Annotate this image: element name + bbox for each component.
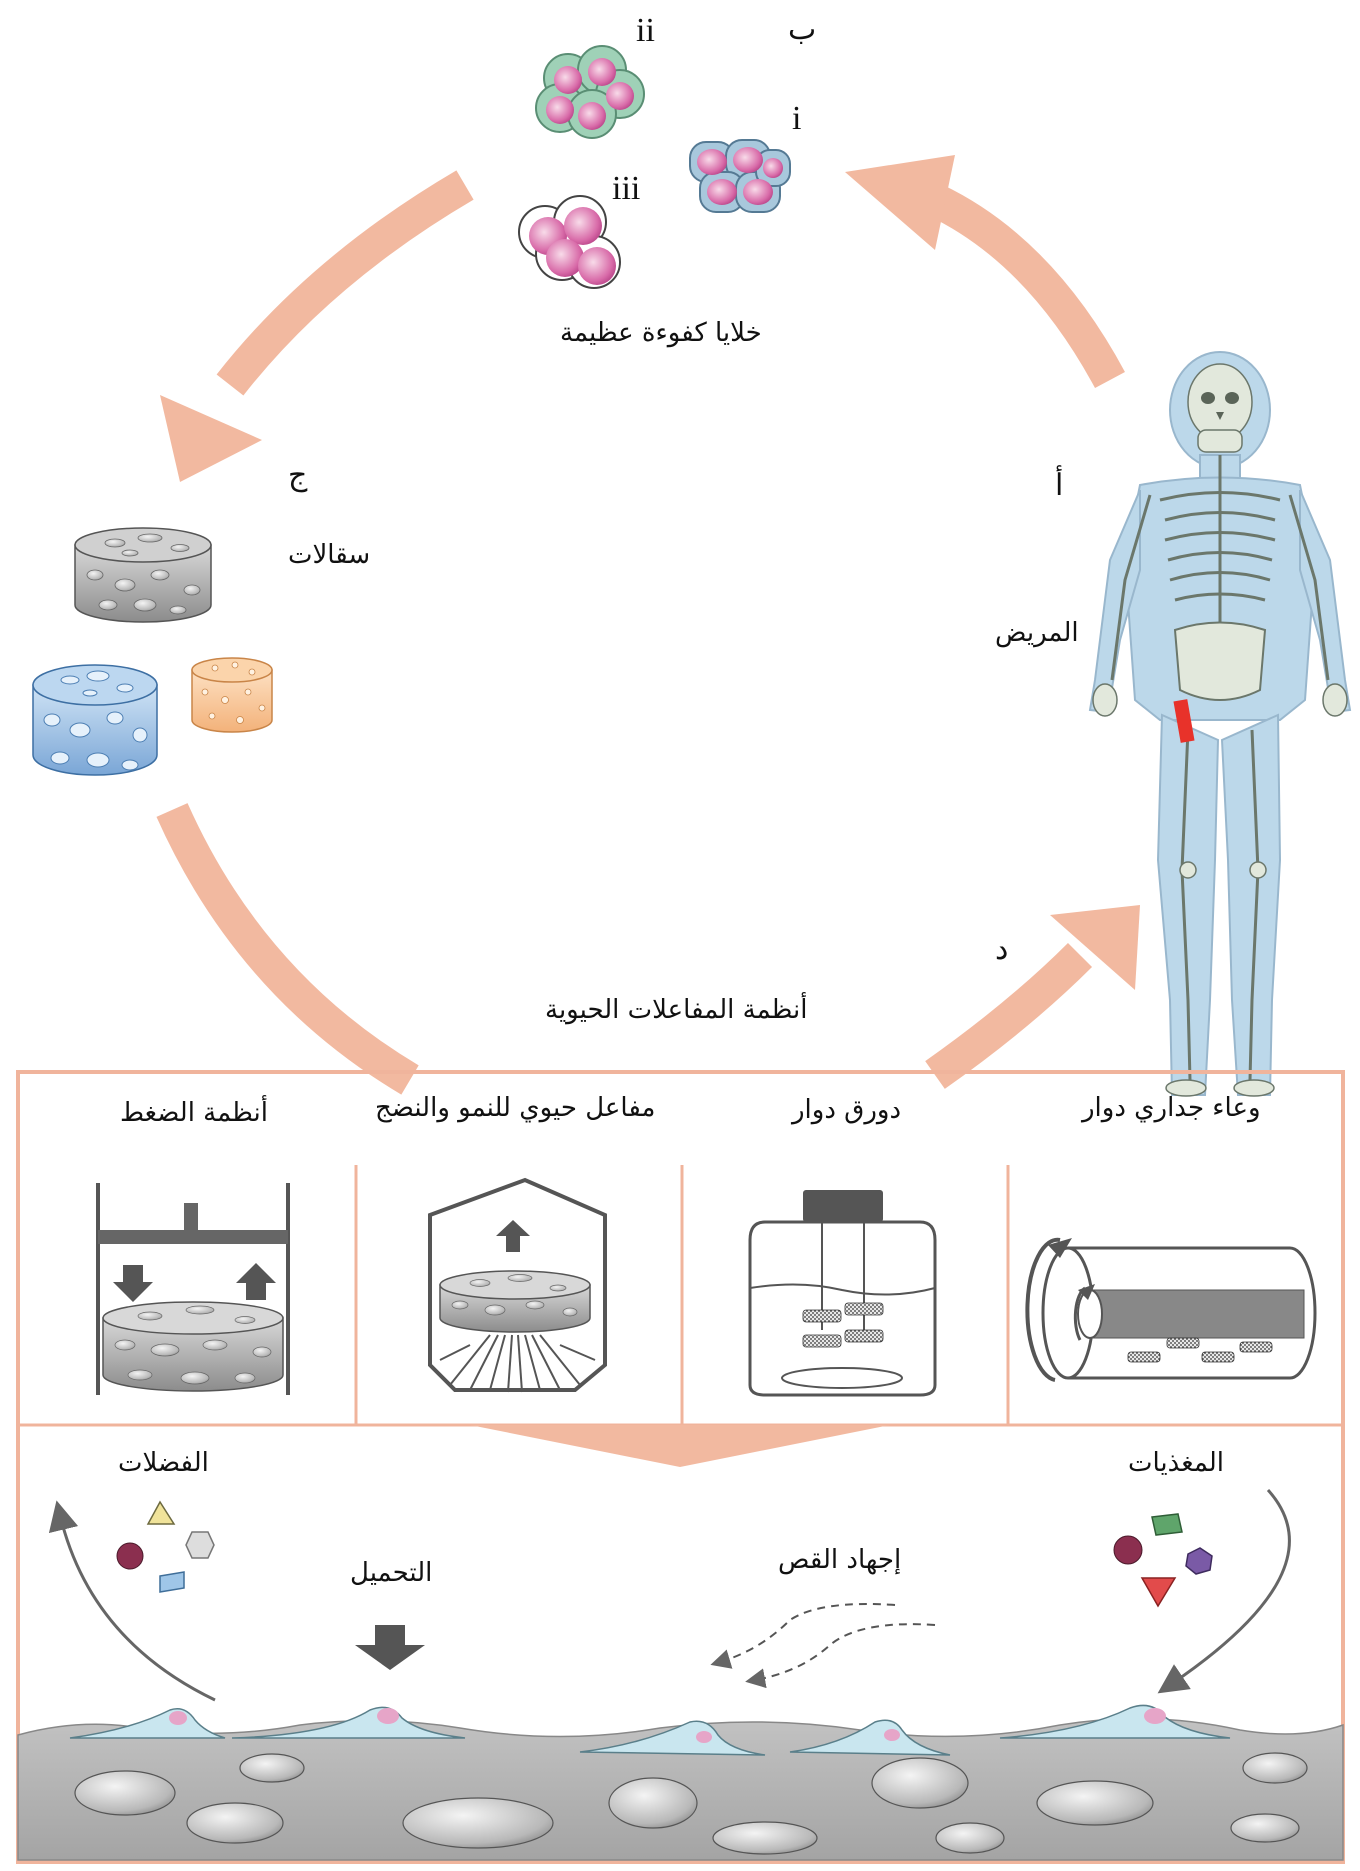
cell-cluster-ii: [535, 45, 645, 139]
bone-defect-marker: [1173, 699, 1195, 743]
spinner-flask-illustration: [748, 1190, 937, 1397]
adherent-cells: [69, 1704, 1231, 1756]
waste-flow-arrow: [48, 1500, 216, 1702]
loading-label: التحميل: [350, 1558, 433, 1588]
cycle-arrow-cells-to-scaffolds: [160, 170, 474, 482]
label-ii: ii: [636, 12, 655, 49]
cell-cluster-i: [689, 139, 791, 213]
cycle-arrow-bioreactors-to-patient: [925, 905, 1140, 1089]
rotating-wall-vessel-illustration: [1025, 1237, 1317, 1382]
shear-stress-arrows: [710, 1603, 936, 1689]
waste-particles: [116, 1500, 215, 1593]
waste-label: الفضلات: [118, 1448, 209, 1478]
patient-label: المريض: [995, 618, 1079, 648]
spinner-flask-label: دورق دوار: [792, 1095, 902, 1125]
cell-cluster-iii: [518, 195, 621, 289]
shear-stress-label: إجهاد القص: [778, 1545, 902, 1575]
bioreactor-panel-frame: [16, 1070, 1345, 1864]
label-a: أ: [1055, 468, 1064, 503]
scaffold-blue: [32, 664, 158, 776]
label-b: ب: [788, 12, 817, 47]
cycle-arrow-patient-to-cells: [845, 155, 1125, 389]
scaffold-orange: [191, 657, 273, 733]
label-iii: iii: [612, 170, 641, 207]
scaffolds-label: سقالات: [288, 540, 371, 570]
porous-ground-substrate: [17, 1717, 1344, 1861]
bioreactor-to-cells-funnel: [470, 1425, 890, 1467]
pressure-system-illustration: [96, 1183, 290, 1395]
cycle-arrow-scaffolds-to-bioreactors: [156, 803, 419, 1095]
growth-maturation-bioreactor-label: مفاعل حيوي للنمو والنضج: [375, 1093, 656, 1123]
nutrients-label: المغذيات: [1128, 1448, 1225, 1478]
patient-body: [1088, 351, 1352, 1097]
growth-maturation-bioreactor-illustration: [428, 1177, 607, 1393]
loading-arrow-icon: [355, 1625, 425, 1670]
label-c: ج: [288, 458, 308, 493]
label-d: د: [995, 932, 1009, 967]
label-i: i: [792, 100, 802, 137]
scaffold-gray: [74, 527, 212, 623]
pressure-systems-label: أنظمة الضغط: [120, 1098, 268, 1128]
nutrient-flow-arrow: [1157, 1488, 1291, 1694]
stem-cells-label: خلايا كفوءة عظيمة: [560, 318, 762, 348]
rotating-wall-vessel-label: وعاء جداري دوار: [1082, 1093, 1261, 1123]
bioreactor-systems-label: أنظمة المفاعلات الحيوية: [545, 995, 808, 1025]
nutrient-particles: [1113, 1513, 1213, 1608]
